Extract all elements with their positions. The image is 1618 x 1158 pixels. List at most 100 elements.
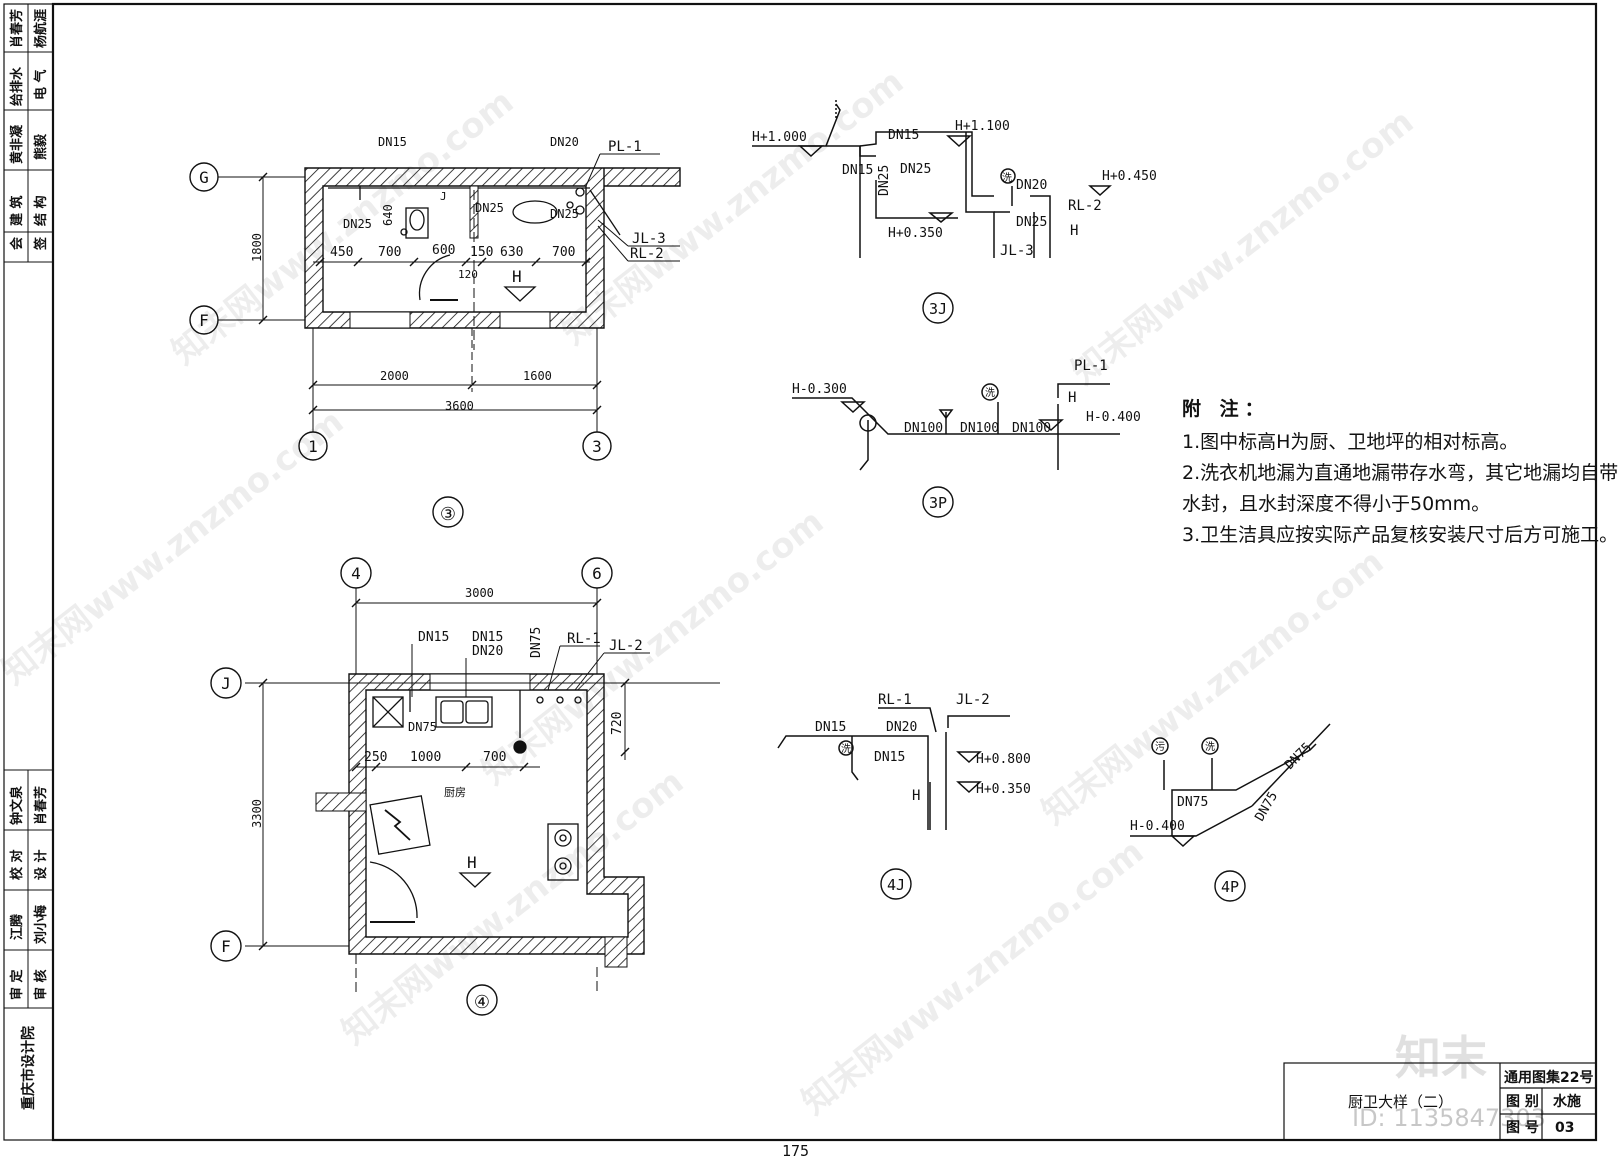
iso4P-dn75c: DN75 <box>1252 789 1281 824</box>
iso3P-hm0300: H-0.300 <box>792 382 847 397</box>
strip-bottom-4: 江腾 <box>9 913 25 940</box>
strip-top-1: 签 <box>33 236 49 251</box>
iso3J-jl3: JL-3 <box>1000 243 1034 259</box>
plan3-label-h: H <box>512 267 522 286</box>
left-title-strip <box>4 4 53 1009</box>
plan3-label-dn25c: DN25 <box>550 207 579 221</box>
plan3-label-pl1: PL-1 <box>608 139 642 155</box>
strip-top-5: 熊毅 <box>33 133 49 160</box>
iso4P-dirt-mark: 污 <box>1155 741 1165 753</box>
plan3-label-dn25a: DN25 <box>343 217 372 231</box>
note-item: 3.卫生洁具应按实际产品复核安装尺寸后方可施工。 <box>1182 524 1618 546</box>
plan-4: 4 6 J F ④ 3000 3300 250 1000 700 720 DN1… <box>210 557 720 1016</box>
strip-top-2: 建 筑 <box>9 195 25 226</box>
note-item: 2.洗衣机地漏为直通地漏带存水弯，其它地漏均自带 <box>1182 462 1618 484</box>
plan4-label-dn15: DN15 <box>418 630 449 645</box>
plan3-dim-left-bay: 2000 <box>380 369 409 383</box>
note-item: 1.图中标高H为厨、卫地坪的相对标高。 <box>1182 431 1519 453</box>
strip-top-7: 电 气 <box>33 69 49 100</box>
iso3J-h: H <box>1070 223 1078 239</box>
plan3-dim-height: 1800 <box>250 233 264 262</box>
plan3-axis-g: G <box>199 168 209 187</box>
iso4J-wash-mark: 洗 <box>841 743 851 755</box>
plan4-label-room: 厨房 <box>444 786 466 799</box>
watermark-logo: 知末 <box>1395 1031 1487 1085</box>
iso3J-wash-mark: 洗 <box>1002 172 1012 184</box>
title-block <box>1283 1062 1597 1141</box>
iso4P-caption: 4P <box>1221 878 1239 896</box>
strip-bottom-6: 审 定 <box>9 969 25 1000</box>
plan4-label-dn75a: DN75 <box>529 627 544 658</box>
plan3-dim-total: 3600 <box>445 399 474 413</box>
plan4-dim-720: 720 <box>610 712 625 735</box>
iso-4J <box>777 707 1010 830</box>
plan4-label-dn20: DN20 <box>472 644 503 659</box>
title-series: 通用图集22号 <box>1504 1069 1593 1086</box>
note-item: 水封，且水封深度不得小于50mm。 <box>1182 493 1491 515</box>
iso4J-h: H <box>912 788 920 804</box>
plan4-label-jl2: JL-2 <box>609 638 643 654</box>
iso3J-h1100: H+1.100 <box>955 119 1010 134</box>
plan4-label-rl1: RL-1 <box>567 631 601 647</box>
iso3P-h: H <box>1068 390 1076 406</box>
strip-bottom-3: 设 计 <box>33 849 49 880</box>
iso3P-wash-mark: 洗 <box>985 387 995 399</box>
iso3J-caption: 3J <box>929 300 947 318</box>
plan3-dim-120: 120 <box>458 268 478 281</box>
plan3-dim-630: 630 <box>500 245 523 260</box>
strip-top-4: 黄非凝 <box>9 124 25 164</box>
strip-top-9: 杨航涯 <box>33 9 49 48</box>
strip-top-3: 结 构 <box>33 195 49 226</box>
strip-top-0: 会 <box>9 236 25 250</box>
iso3J-h0350: H+0.350 <box>888 226 943 241</box>
plan3-dim-150: 150 <box>470 245 493 260</box>
plan3-dim-700b: 700 <box>552 245 575 260</box>
iso4P-dn75b: DN75 <box>1177 795 1208 810</box>
strip-bottom-5: 刘小梅 <box>33 905 49 944</box>
plan3-dim-600: 600 <box>432 243 455 258</box>
plan3-axis-3: 3 <box>592 437 602 456</box>
plan3-label-rl2: RL-2 <box>630 246 664 262</box>
plan4-axis-j: J <box>221 674 231 693</box>
iso3P-dn100b: DN100 <box>960 421 999 436</box>
institute-name: 重庆市设计院 <box>20 1026 37 1110</box>
plan3-label-dn20: DN20 <box>550 135 579 149</box>
iso3P-caption: 3P <box>929 494 947 512</box>
notes-block: 附 注： 1.图中标高H为厨、卫地坪的相对标高。 2.洗衣机地漏为直通地漏带存水… <box>1182 394 1618 551</box>
iso4J-caption: 4J <box>887 876 905 894</box>
iso3J-h0450: H+0.450 <box>1102 169 1157 184</box>
plan3-label-dn15: DN15 <box>378 135 407 149</box>
iso3J-h1000: H+1.000 <box>752 130 807 145</box>
plan3-axis-1: 1 <box>308 437 318 456</box>
iso3J-dn15a: DN15 <box>888 128 919 143</box>
plan4-walls <box>348 673 645 955</box>
strip-bottom-1: 肖春芳 <box>33 786 49 825</box>
iso3J-rl2: RL-2 <box>1068 198 1102 214</box>
plan4-axis-f: F <box>221 937 231 956</box>
iso4J-dn20: DN20 <box>886 720 917 735</box>
plan3-dim-700a: 700 <box>378 245 401 260</box>
title-label-tuhao: 图 号 <box>1506 1120 1539 1136</box>
plan3-label-dn25b: DN25 <box>475 201 504 215</box>
iso-4P <box>1130 723 1331 848</box>
plan4-dim-height: 3300 <box>250 799 264 828</box>
plan3-axis-f: F <box>199 311 209 330</box>
plan4-dim-250: 250 <box>364 750 387 765</box>
notes-title: 附 注： <box>1182 398 1270 420</box>
iso4J-h0800: H+0.800 <box>976 752 1031 767</box>
iso3P-pl1: PL-1 <box>1074 358 1108 374</box>
strip-bottom-7: 审 核 <box>33 969 49 1000</box>
sheet-border <box>51 2 1598 1142</box>
plan4-axis-6: 6 <box>592 564 602 583</box>
plan4-label-dn15b: DN15 <box>472 630 503 645</box>
iso3P-hm0400: H-0.400 <box>1086 410 1141 425</box>
title-label-tu: 图 别 <box>1506 1094 1539 1110</box>
iso3J-dn25c: DN25 <box>1016 215 1047 230</box>
iso4J-h0350: H+0.350 <box>976 782 1031 797</box>
title-sheet-no: 03 <box>1555 1120 1574 1136</box>
iso-3P <box>792 383 1120 471</box>
page-number: 175 <box>782 1142 809 1158</box>
iso4P-hm0400: H-0.400 <box>1130 819 1185 834</box>
plan4-dim-width: 3000 <box>465 586 494 600</box>
plan4-dim-1000: 1000 <box>410 750 441 765</box>
